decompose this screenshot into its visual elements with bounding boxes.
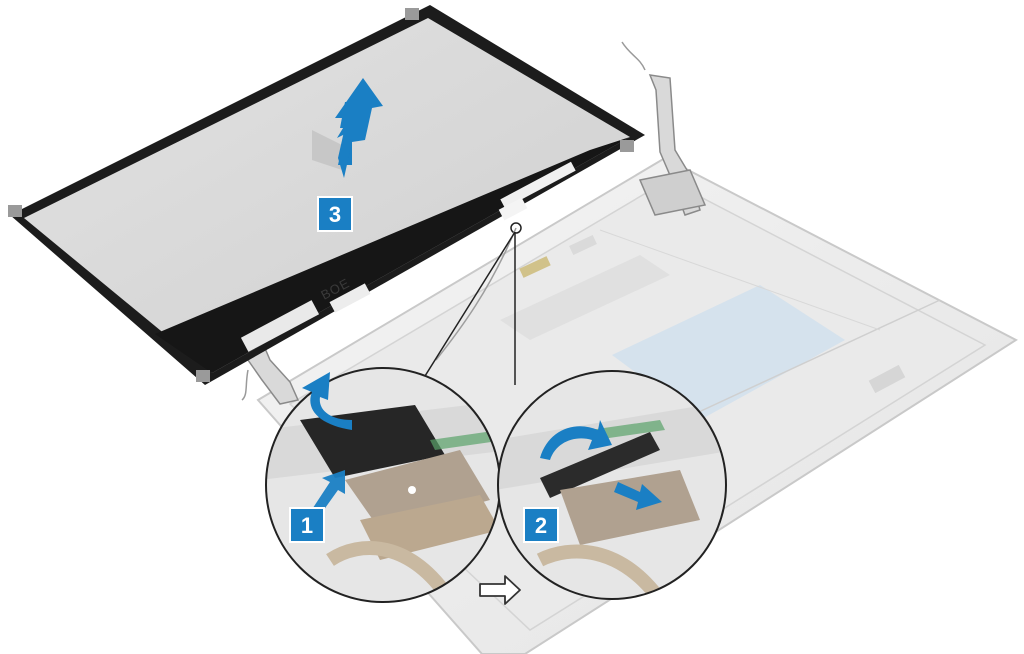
lift-panel-arrow — [312, 78, 383, 178]
right-hinge — [621, 41, 707, 216]
callout-detail-2 — [497, 370, 727, 600]
callout-leader-left — [424, 231, 516, 377]
step-1-badge: 1 — [289, 507, 325, 543]
step-2-label: 2 — [535, 513, 547, 538]
open-latch-arrow — [540, 420, 612, 460]
display-panel: BOE — [8, 5, 645, 385]
step-3-label: 3 — [329, 202, 341, 227]
step-2-badge: 2 — [523, 507, 559, 543]
connector-latch — [540, 432, 660, 498]
peel-tape-arrow — [302, 372, 352, 430]
callout-detail-1 — [265, 367, 501, 603]
direction-arrow-icon — [479, 575, 521, 605]
step-1-label: 1 — [301, 513, 313, 538]
disconnect-cable-arrow — [614, 482, 662, 510]
edp-connector — [345, 450, 490, 530]
display-cable — [560, 470, 700, 545]
step-3-badge: 3 — [317, 196, 353, 232]
